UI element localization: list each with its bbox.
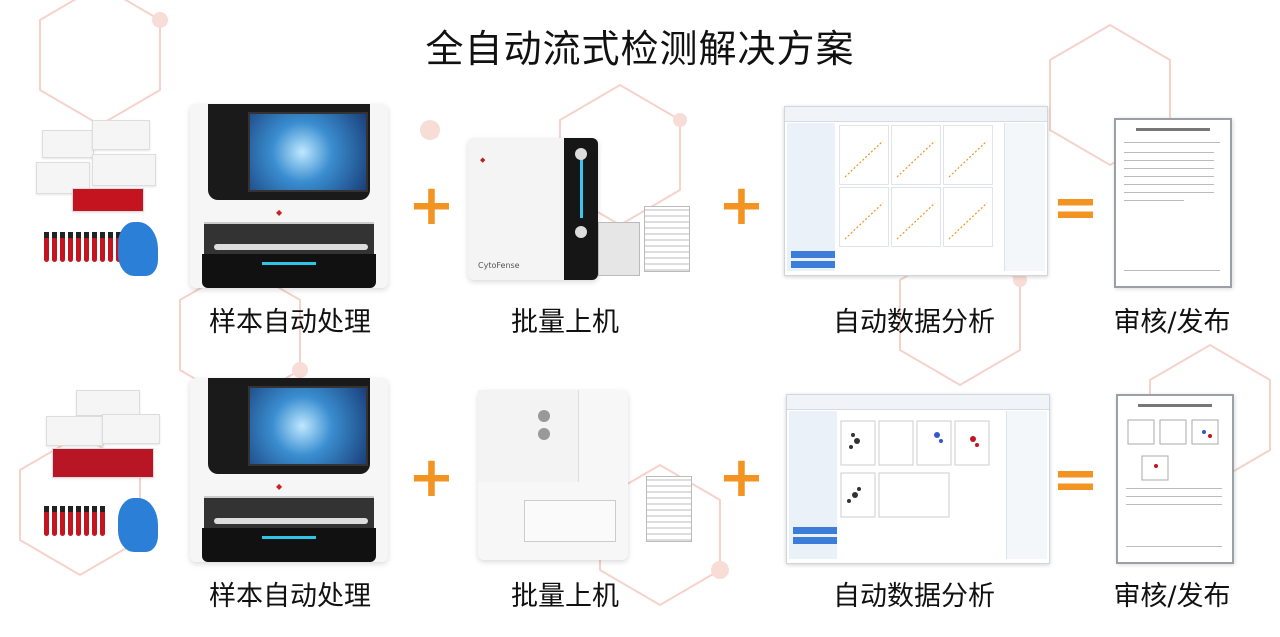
well-plate-image: [644, 206, 690, 272]
report-document-image: [1114, 118, 1232, 288]
reagent-kits-image: [32, 380, 166, 566]
flow-cytometer-image: [478, 390, 628, 560]
step-label: 审核/发布: [1113, 581, 1231, 612]
page-title: 全自动流式检测解决方案: [425, 27, 855, 71]
analysis-software-screenshot: [786, 394, 1050, 564]
equals-operator: =: [1052, 175, 1099, 240]
step-label: 自动数据分析: [833, 307, 995, 338]
sample-processor-image: ◆: [190, 104, 388, 288]
step-label: 审核/发布: [1113, 307, 1231, 338]
step-label: 样本自动处理: [209, 581, 371, 612]
sample-loader-image: [598, 222, 640, 276]
step-label: 自动数据分析: [833, 581, 995, 612]
step-label: 批量上机: [511, 581, 619, 612]
reagent-kits-image: [32, 100, 166, 286]
equals-operator: =: [1052, 447, 1099, 512]
well-plate-image: [646, 476, 692, 542]
analysis-software-screenshot: [784, 106, 1048, 276]
flow-cytometer-image: ◆ CytoFense: [468, 138, 598, 280]
report-document-image: [1116, 394, 1234, 564]
step-label: 样本自动处理: [209, 307, 371, 338]
plus-operator: +: [718, 445, 765, 510]
plus-operator: +: [408, 445, 455, 510]
sample-processor-image: ◆: [190, 378, 388, 562]
step-label: 批量上机: [511, 307, 619, 338]
device-name: CytoFense: [478, 261, 520, 270]
plus-operator: +: [408, 173, 455, 238]
plus-operator: +: [718, 173, 765, 238]
